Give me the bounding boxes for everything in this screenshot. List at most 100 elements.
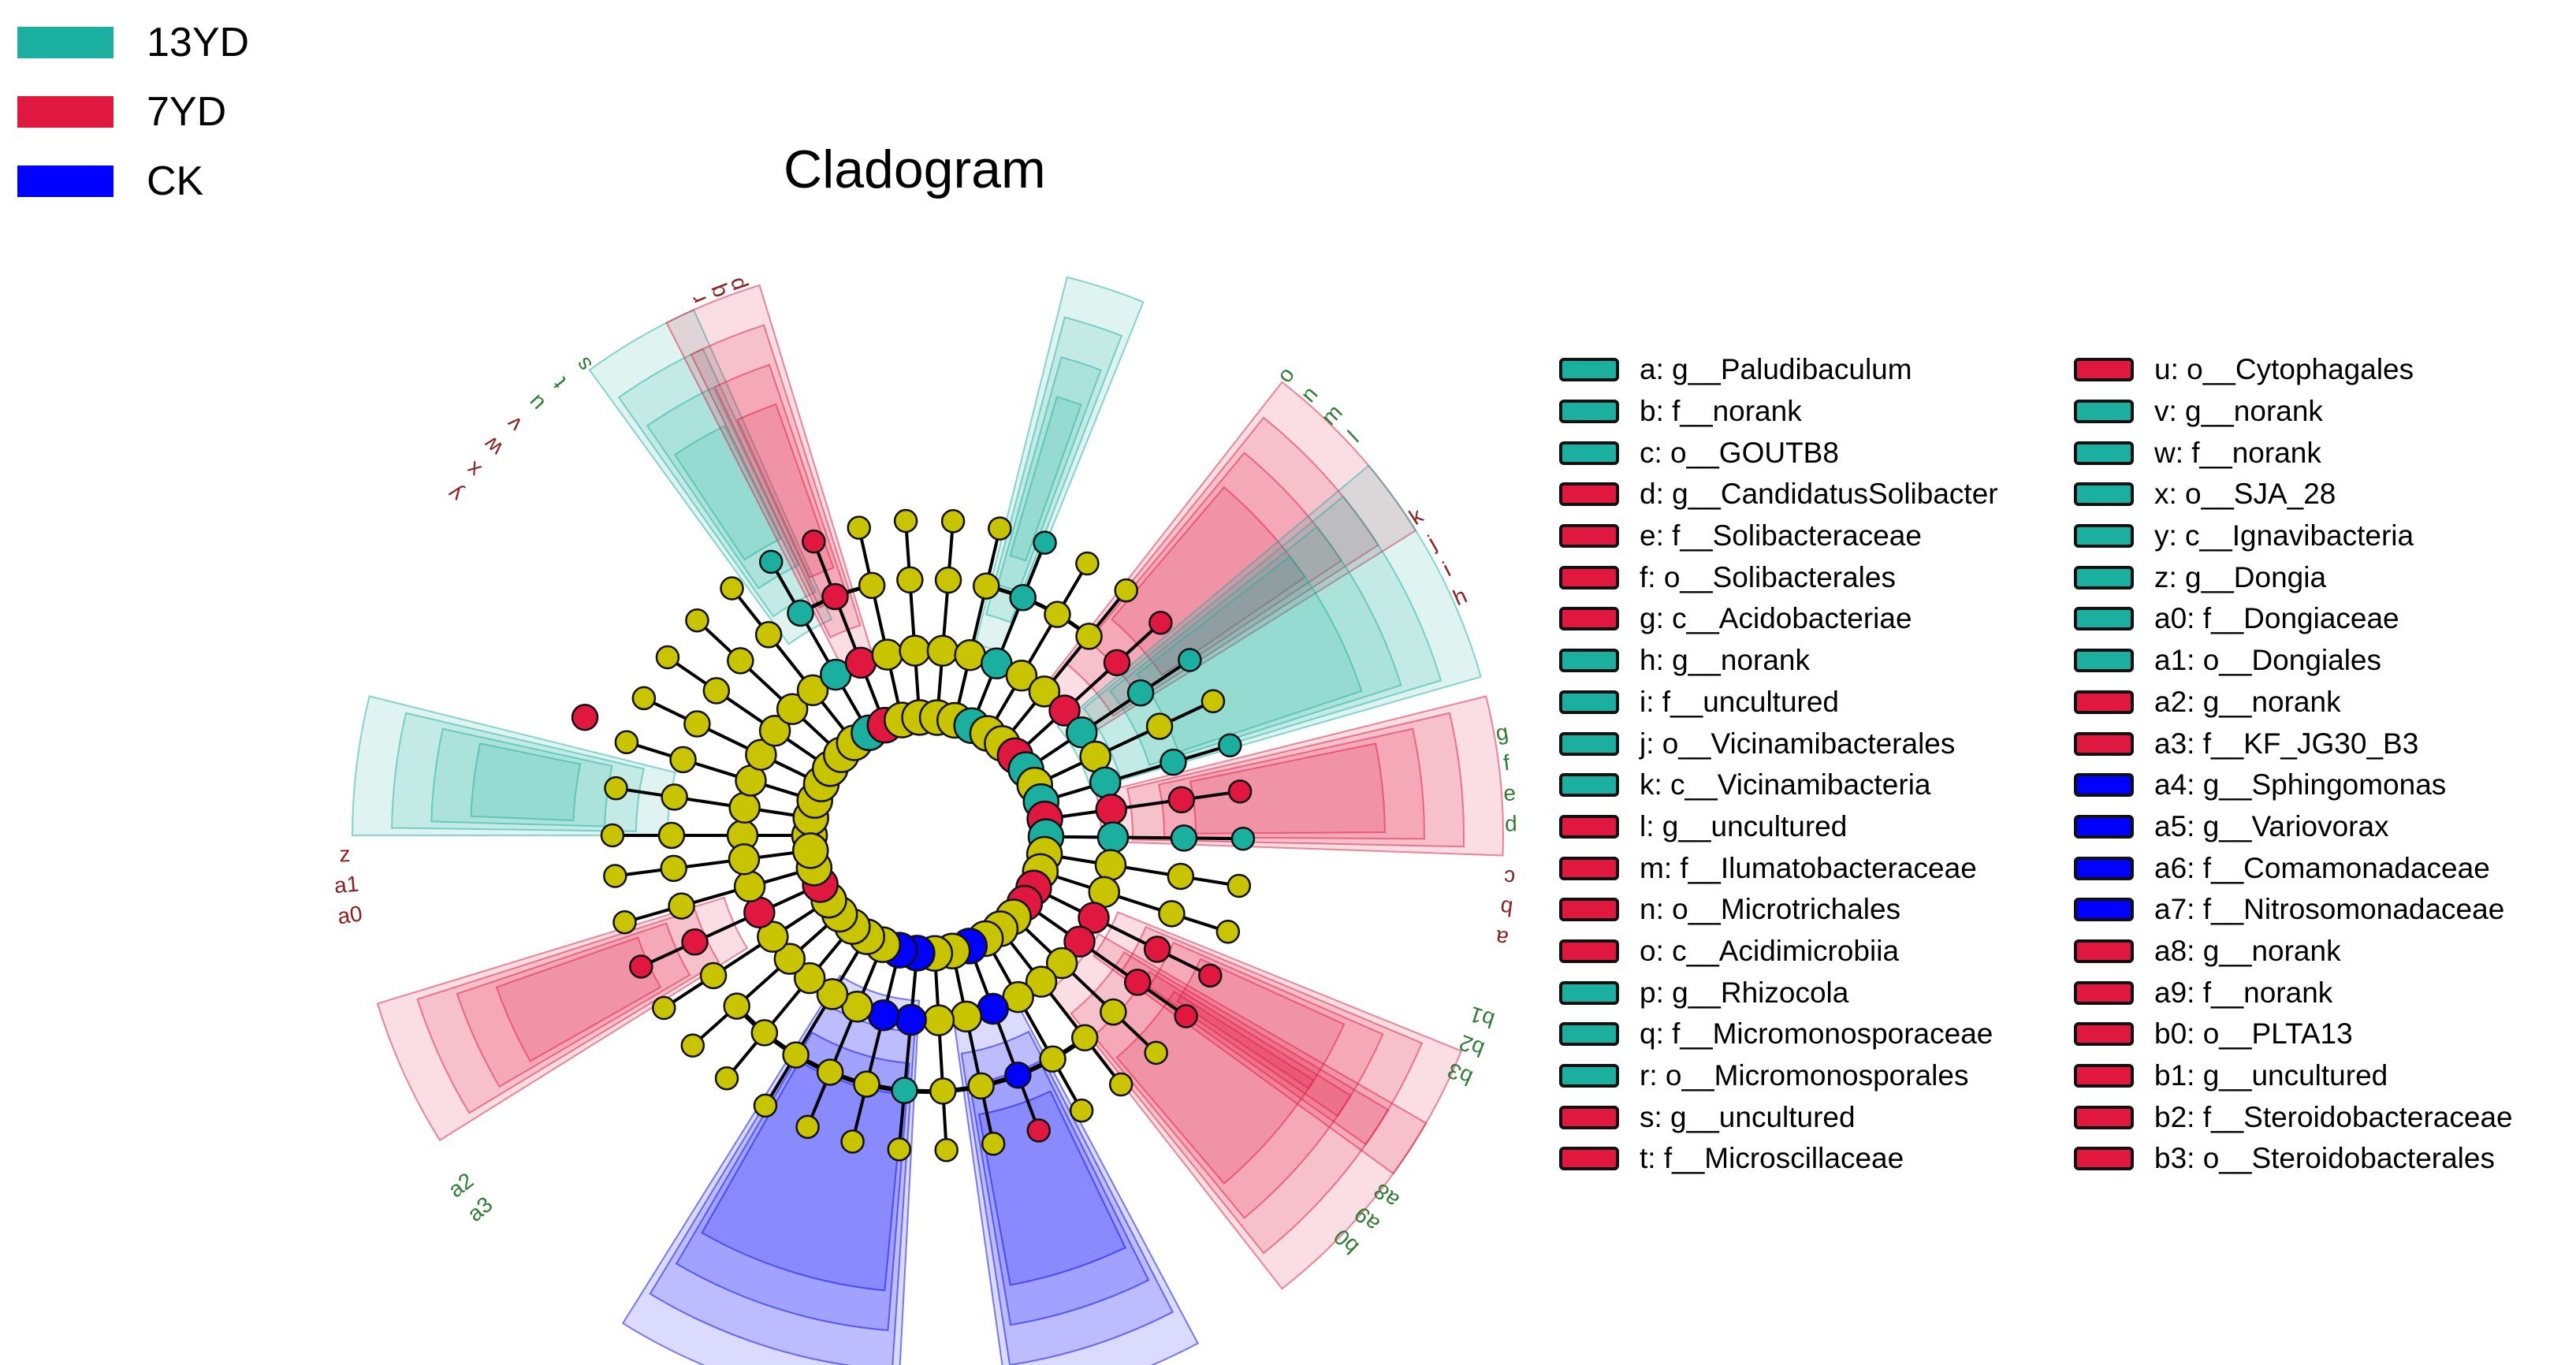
taxa-legend-item: m: f__Ilumatobacteraceae (1559, 847, 1998, 889)
taxa-legend-label: h: g__norank (1640, 644, 1811, 677)
tree-node (1126, 679, 1155, 707)
taxa-legend-label: a4: g__Sphingomonas (2154, 768, 2447, 802)
highlight-sector (391, 712, 645, 832)
tree-node (655, 645, 680, 670)
tree-node (899, 634, 931, 667)
tree-node (773, 943, 806, 975)
taxa-legend-item: a5: g__Variovorax (2074, 806, 2513, 848)
taxa-legend-item: a7: f__Nitrosomonadaceae (2074, 889, 2513, 931)
tree-node (1230, 826, 1256, 851)
tree-node (699, 961, 728, 990)
tree-node (604, 775, 628, 801)
branch (999, 928, 1122, 1086)
tree-node (1198, 963, 1223, 988)
group-swatch (17, 96, 114, 128)
branch (769, 560, 871, 734)
branch (1040, 869, 1229, 934)
branch (730, 587, 856, 744)
tree-node (787, 599, 814, 627)
taxa-legend-item: w: f__norank (2074, 432, 2513, 474)
taxa-color-box (2074, 358, 2134, 382)
group-legend-item: CK (17, 147, 249, 216)
tree-node (1044, 601, 1071, 628)
tree-node (981, 1132, 1006, 1156)
taxa-legend-item: a8: g__norank (2074, 931, 2513, 973)
taxa-legend-item: e: f__Solibacteraceae (1559, 515, 1998, 557)
group-swatch (17, 166, 114, 197)
tree-node (1063, 925, 1096, 958)
highlight-sector (621, 974, 921, 1365)
taxa-legend-label: b: f__norank (1640, 395, 1802, 428)
sector-label: a0 (336, 901, 363, 928)
tree-node (1075, 551, 1100, 576)
tree-node (929, 1077, 957, 1105)
taxa-legend-label: n: o__Microtrichales (1640, 893, 1901, 926)
tree-node (1178, 648, 1202, 672)
taxa-color-box (2074, 1147, 2134, 1171)
taxa-legend-column: a: g__Paludibaculum b: f__norank c: o__GOU… (1559, 349, 1998, 1180)
tree-node (887, 1137, 911, 1162)
tree-node (1048, 694, 1081, 727)
sector-label: w (478, 432, 508, 462)
tree-node (1039, 1045, 1067, 1073)
tree-node (757, 921, 789, 953)
taxa-legend-item: s: g__uncultured (1559, 1096, 1998, 1138)
taxa-legend-label: d: g__CandidatusSolibacter (1640, 478, 1998, 511)
taxa-color-box (2074, 482, 2134, 507)
chart-title: Cladogram (784, 139, 1046, 199)
taxa-color-box (2074, 856, 2134, 880)
taxa-legend-item: a1: o__Dongiales (2074, 640, 2513, 682)
tree-node (723, 992, 750, 1020)
taxa-legend-item: f: o__Solibacterales (1559, 556, 1998, 598)
tree-node (668, 892, 695, 920)
branch (953, 528, 1002, 721)
taxa-color-box (1559, 607, 1619, 631)
taxa-legend-label: a5: g__Variovorax (2154, 809, 2389, 842)
taxa-legend-label: a9: f__norank (2154, 976, 2333, 1009)
taxa-legend-label: w: f__norank (2154, 436, 2321, 469)
sector-label: c (1503, 865, 1516, 891)
branch (936, 521, 955, 718)
tree-node (1069, 1098, 1094, 1123)
taxa-color-box (2074, 1064, 2134, 1088)
taxa-color-box (2074, 939, 2134, 963)
taxa-legend-label: b3: o__Steroidobacterales (2154, 1142, 2495, 1175)
taxa-color-box (2074, 400, 2134, 424)
tree-node (802, 529, 826, 554)
branch (984, 937, 1083, 1112)
branch (851, 950, 902, 1142)
tree-node (727, 647, 754, 675)
taxa-legend-item: c: o__GOUTB8 (1559, 432, 1998, 474)
tree-node (1078, 902, 1110, 934)
branch (1033, 886, 1212, 977)
taxa-color-box (2074, 773, 2134, 798)
group-swatch (17, 27, 114, 58)
tree-node (1100, 998, 1127, 1026)
tree-node (1144, 1040, 1168, 1066)
highlight-sector (985, 316, 1123, 623)
taxa-legend-label: b1: g__uncultured (2154, 1059, 2388, 1092)
tree-node (1045, 947, 1078, 980)
taxa-legend-label: q: f__Micromonosporaceae (1640, 1017, 1993, 1051)
branch (666, 656, 832, 770)
highlight-sector (1092, 970, 1352, 1219)
taxa-legend-item: b0: o__PLTA13 (2074, 1014, 2513, 1055)
tree-node (934, 1138, 959, 1162)
tree-node (1066, 716, 1098, 749)
tree-node (1096, 821, 1130, 854)
tree-node (926, 634, 959, 668)
branch (904, 520, 921, 718)
taxa-legend-item: q: f__Micromonosporaceae (1559, 1014, 1998, 1055)
tree-node (934, 566, 962, 594)
highlight-sector (1115, 990, 1316, 1185)
taxa-legend-label: a: g__Paludibaculum (1640, 353, 1912, 386)
highlight-sector (1082, 495, 1442, 779)
sector-label: o (1272, 363, 1299, 387)
taxa-legend-item: j: o__Vicinamibacterales (1559, 723, 1998, 764)
taxa-color-box (2074, 649, 2134, 673)
tree-node (753, 1093, 778, 1118)
taxa-legend-item: b3: o__Steroidobacterales (2074, 1138, 2513, 1180)
branch (640, 883, 821, 969)
taxa-legend-label: b0: o__PLTA13 (2154, 1017, 2353, 1051)
